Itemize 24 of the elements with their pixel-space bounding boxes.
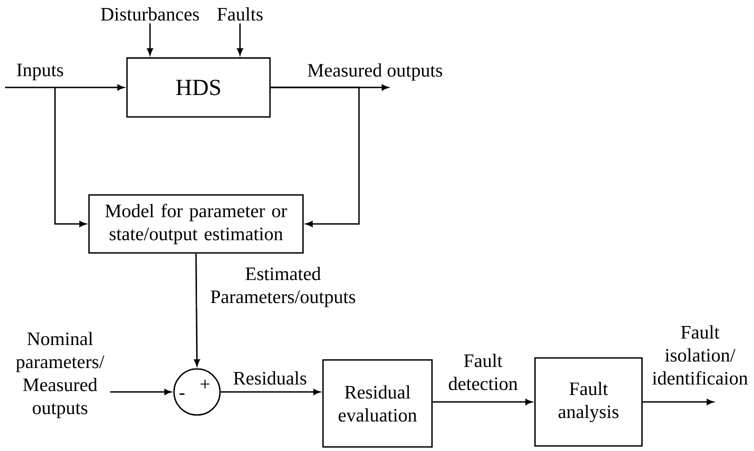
arrow (54, 87, 86, 227)
arrow (147, 23, 153, 56)
arrow (220, 389, 320, 395)
process-box: Residual evaluation (322, 359, 433, 448)
process-box: HDS (126, 57, 271, 118)
summing-junction: + - (173, 368, 221, 416)
process-box: Model for parameter or state/output estimation (88, 194, 304, 254)
input-label: Faults (217, 7, 263, 21)
arrow (642, 399, 714, 405)
arrow (270, 86, 360, 227)
input-label: Nominal parameters/ Measured outputs (16, 332, 104, 418)
arrow (194, 254, 200, 366)
arrow (110, 389, 172, 395)
edge-label: Fault isolation/ identificaion (643, 324, 754, 386)
arrow (237, 23, 243, 56)
input-label: Disturbances (100, 7, 199, 21)
arrow (432, 399, 532, 405)
edge-label: Estimated Parameters/outputs (197, 266, 369, 308)
edge-label: Measured outputs (306, 62, 444, 82)
edge-label: Residuals (232, 370, 308, 386)
edge-label: Inputs (15, 62, 65, 82)
process-box: Fault analysis (534, 357, 643, 447)
edge-label: Fault detection (437, 352, 529, 392)
arrow (5, 84, 124, 90)
